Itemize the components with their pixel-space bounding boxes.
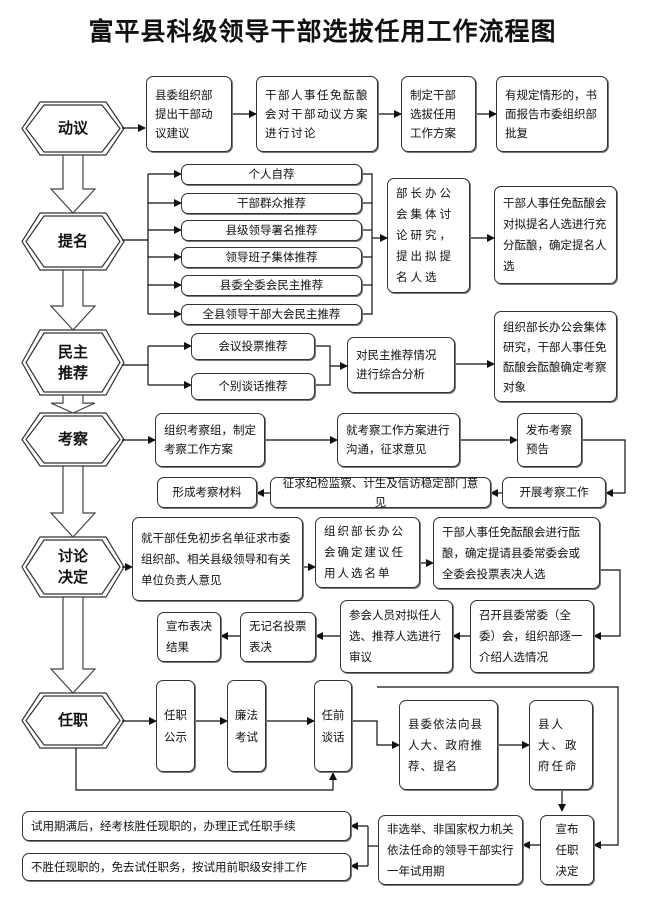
down-arrow-icon — [49, 596, 97, 694]
renzhi-box-7: 非选举、非国家权力机关依法任命的领导干部实行一年试用期 — [378, 815, 523, 885]
taolun-box-6: 无记名投票表决 — [240, 612, 316, 662]
kaocha-box-1: 组织考察组，制定考察工作方案 — [155, 413, 265, 467]
timing-item: 县委全委会民主推荐 — [181, 275, 362, 296]
stage-hexagon — [25, 332, 121, 393]
dongyi-box-1: 县委组织部提出干部动议建议 — [146, 76, 232, 152]
stage-taolun: 讨论 决定 — [24, 537, 122, 597]
down-arrow-icon — [49, 154, 97, 214]
kaocha-box-2: 就考察工作方案进行沟通，征求意见 — [337, 413, 460, 467]
stage-kaocha: 考察 — [57, 430, 88, 448]
timing-item: 个人自荐 — [181, 164, 362, 185]
stage-hexagon — [25, 215, 121, 268]
taolun-box-3: 干部人事任免酝酿会进行酝酿，确定提请县委常委会或全委会投票表决人选 — [433, 517, 600, 589]
stage-dongyi: 动议 — [57, 119, 88, 137]
bracket-lines — [122, 173, 378, 866]
kaocha-box-5: 征求纪检监察、计生及信访稳定部门意见 — [270, 476, 491, 509]
timing-item: 干部群众推荐 — [181, 193, 362, 214]
renzhi-box-8: 试用期满后，经考核胜任现职的，办理正式任职手续 — [22, 811, 351, 841]
timing-item: 全县领导干部大会民主推荐 — [181, 304, 362, 325]
minzhu-item: 会议投票推荐 — [191, 333, 315, 360]
minzhu-item: 个别谈话推荐 — [191, 373, 315, 400]
renzhi-box-2: 廉法考试 — [227, 680, 266, 772]
timing-box-1: 部长办公会集体讨论研究，提出拟提名人选 — [387, 178, 470, 293]
stage-taolun-line2: 决定 — [57, 568, 88, 586]
down-arrow-icon — [49, 465, 97, 538]
renzhi-box-3: 任前谈话 — [314, 680, 352, 772]
minzhu-box-1: 对民主推荐情况进行综合分析 — [347, 337, 455, 393]
stage-minzhu-line1: 民主 — [57, 342, 88, 361]
taolun-box-1: 就干部任免初步名单征求市委组织部、相关县级领导和有关单位负责人意见 — [132, 517, 303, 601]
minzhu-box-2: 组织部长办公会集体研究，干部人事任免酝酿会酝酿确定考察对象 — [494, 311, 617, 402]
kaocha-box-4: 开展考察工作 — [502, 477, 606, 508]
taolun-box-2: 组织部长办公会确定建议任用人选名单 — [315, 517, 420, 588]
timing-item: 领导班子集体推荐 — [181, 247, 362, 268]
dongyi-box-3: 制定干部选拔任用工作方案 — [401, 76, 476, 152]
timing-box-2: 干部人事任免酝酿会对拟提名人选进行充分酝酿，确定提名人选 — [494, 186, 617, 284]
kaocha-box-6: 形成考察材料 — [157, 477, 257, 508]
dongyi-box-2: 干部人事任免酝酿会对干部动议方案进行讨论 — [256, 76, 378, 152]
renzhi-box-4: 县委依法向县人大、政府推荐、提名 — [399, 700, 498, 790]
stage-hexagon — [25, 415, 121, 464]
timing-item: 县级领导署名推荐 — [181, 220, 362, 241]
arrow-lines — [75, 110, 626, 870]
renzhi-box-6: 宣布任职决定 — [540, 815, 594, 885]
stage-taolun-line1: 讨论 — [57, 547, 88, 565]
taolun-box-5: 参会人员对拟任人选、推荐人选进行审议 — [340, 600, 453, 673]
stage-minzhu: 民主 推荐 — [24, 330, 122, 395]
stage-hexagon — [25, 695, 121, 746]
stage-hexagon — [25, 539, 121, 595]
stage-renzhi: 任职 — [57, 711, 88, 729]
stage-timing: 提名 — [57, 232, 88, 250]
taolun-box-7: 宣布表决结果 — [157, 612, 221, 662]
dongyi-box-4: 有规定情形的，书面报告市委组织部批复 — [496, 76, 608, 152]
renzhi-box-9: 不胜任现职的，免去试任职务，按试用前职级安排工作 — [22, 853, 351, 881]
stage-hexagon — [25, 104, 121, 153]
page-title: 富平县科级领导干部选拔任用工作流程图 — [88, 17, 557, 46]
down-arrow-icon — [50, 394, 96, 414]
kaocha-box-3: 发布考察预告 — [517, 413, 582, 467]
stage-minzhu-line2: 推荐 — [57, 363, 88, 382]
renzhi-box-1: 任职公示 — [156, 680, 195, 772]
taolun-box-4: 召开县委常委（全委）会，组织部逐一介绍人选情况 — [470, 600, 594, 673]
renzhi-box-5: 县人大、政府任命 — [529, 700, 593, 790]
down-arrow-icon — [49, 269, 97, 331]
